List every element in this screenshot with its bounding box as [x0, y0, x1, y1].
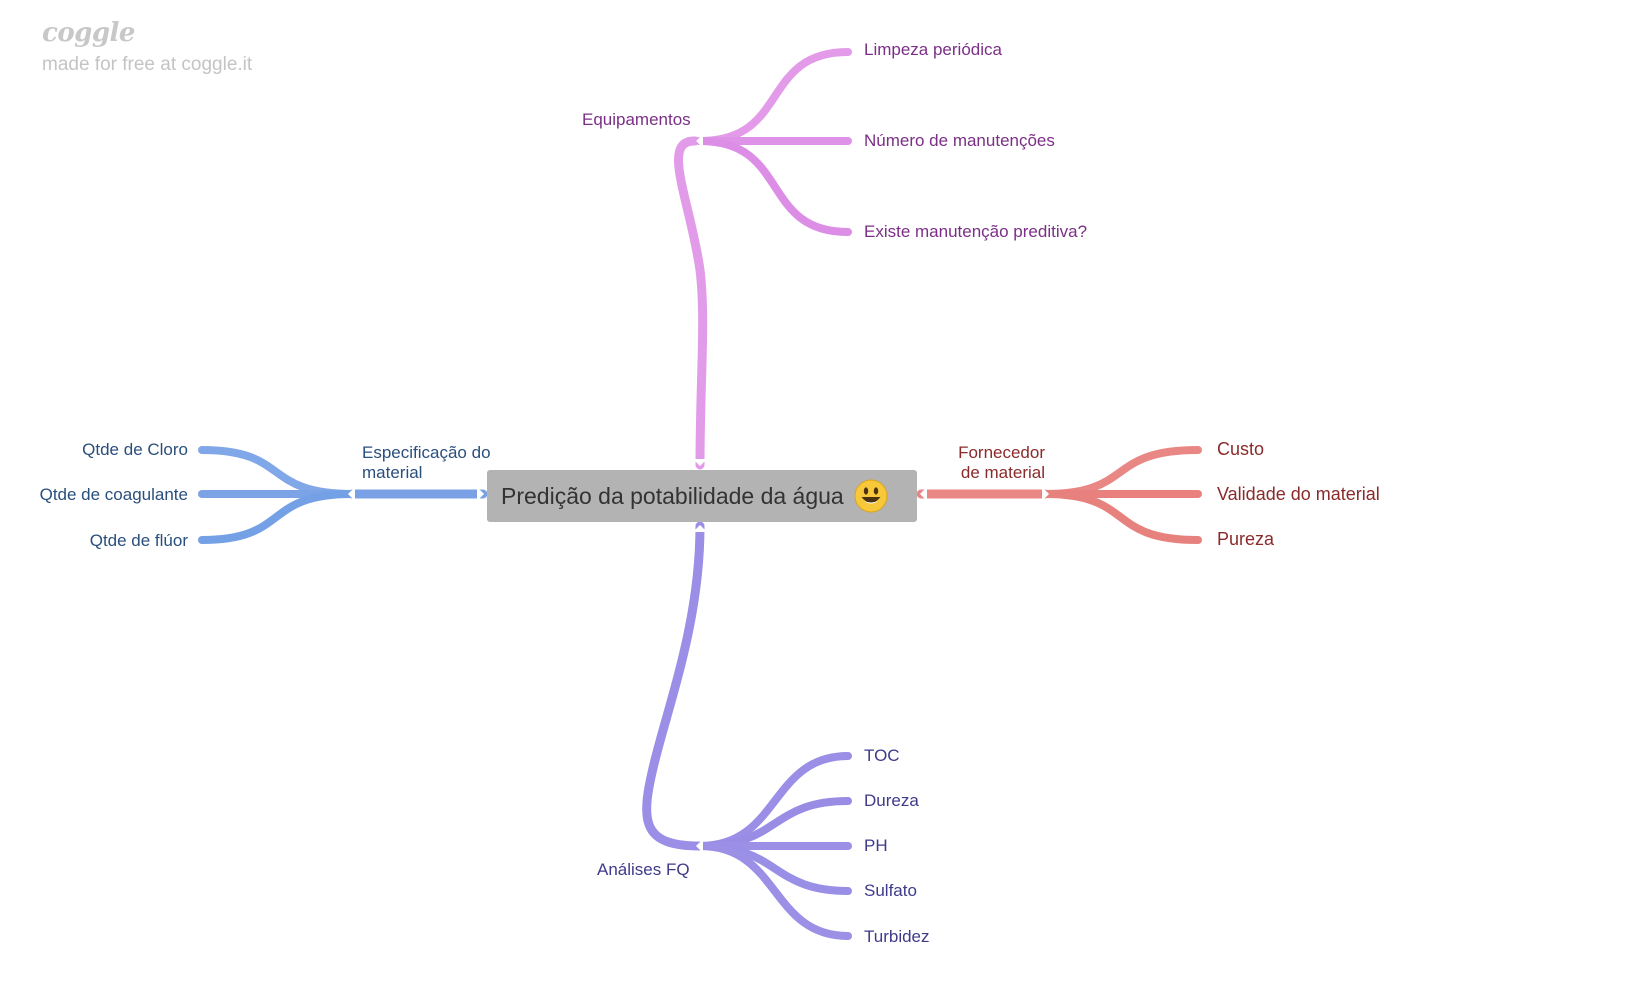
branch-especificacao-line2: material [362, 463, 423, 482]
root-node-label: Predição da potabilidade da água [501, 482, 844, 509]
link-turbidez [696, 842, 852, 940]
node-toc[interactable]: TOC [864, 746, 900, 765]
node-manutencao-preditiva[interactable]: Existe manutenção preditiva? [864, 222, 1088, 241]
branch-fornecedor[interactable]: Fornecedor de material [935, 443, 1045, 483]
branch-fornecedor-line2: de material [960, 463, 1045, 482]
node-pureza[interactable]: Pureza [1217, 529, 1275, 549]
node-custo[interactable]: Custo [1217, 439, 1265, 459]
node-qtde-fluor[interactable]: Qtde de flúor [89, 531, 188, 550]
link-cloro [198, 446, 356, 498]
node-numero-manutencoes[interactable]: Número de manutenções [864, 131, 1055, 150]
link-fluor [198, 490, 356, 544]
coggle-branding: coggle made for free at coggle.it [42, 18, 252, 76]
branch-especificacao[interactable]: Especificação do material [362, 443, 491, 483]
joint-markers [348, 134, 1049, 853]
link-custo [1041, 446, 1202, 498]
node-sulfato[interactable]: Sulfato [864, 881, 917, 900]
node-ph[interactable]: PH [864, 836, 888, 855]
node-qtde-cloro[interactable]: Qtde de Cloro [82, 440, 188, 459]
branch-link-equipamentos [674, 136, 708, 470]
node-turbidez[interactable]: Turbidez [864, 927, 930, 946]
coggle-tagline: made for free at coggle.it [42, 54, 253, 75]
link-preditiva [696, 137, 852, 236]
node-limpeza-periodica[interactable]: Limpeza periódica [864, 40, 1002, 59]
coggle-logo: coggle [42, 18, 135, 48]
branch-analises-fq[interactable]: Análises FQ [597, 860, 690, 879]
link-pureza [1041, 490, 1202, 544]
branch-equipamentos[interactable]: Equipamentos [582, 110, 691, 129]
branch-link-analises [642, 521, 705, 851]
node-dureza[interactable]: Dureza [864, 791, 919, 810]
branch-fornecedor-line1: Fornecedor [958, 443, 1045, 462]
smiley-emoji-icon [854, 479, 888, 513]
node-validade-material[interactable]: Validade do material [1217, 484, 1380, 504]
branch-especificacao-line1: Especificação do [362, 443, 491, 462]
link-limpeza [696, 48, 852, 145]
root-node[interactable]: Predição da potabilidade da água [487, 470, 917, 522]
node-qtde-coagulante[interactable]: Qtde de coagulante [39, 485, 188, 504]
